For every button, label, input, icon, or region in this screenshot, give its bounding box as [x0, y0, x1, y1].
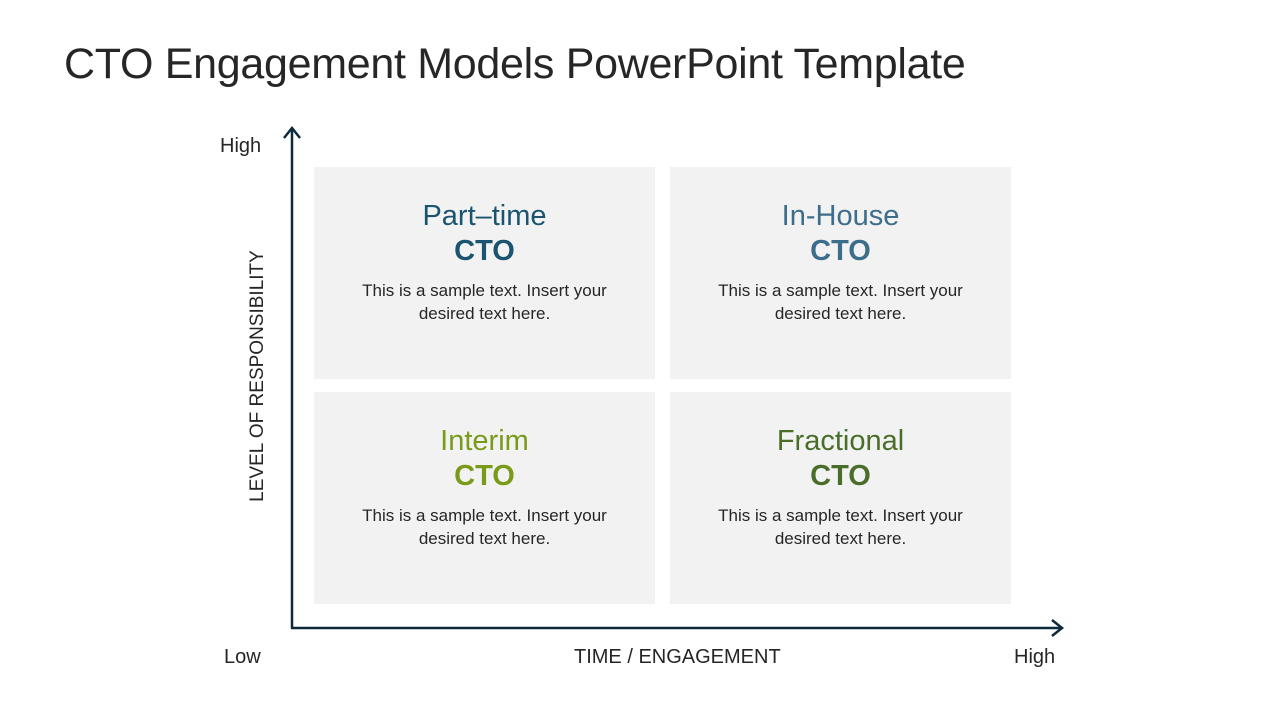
quadrant-in-house-cto: In-House CTO This is a sample text. Inse…: [670, 167, 1011, 379]
x-axis-title: TIME / ENGAGEMENT: [574, 646, 781, 668]
quadrant-description: This is a sample text. Insert your desir…: [362, 506, 607, 548]
x-axis-high-label: High: [1014, 646, 1056, 668]
quadrant-description: This is a sample text. Insert your desir…: [718, 281, 963, 323]
y-axis-arrowhead: [283, 125, 301, 139]
x-axis-arrowhead: [1051, 619, 1065, 637]
quadrant-title: In-House: [781, 200, 900, 232]
x-axis-low-label: Low: [224, 646, 261, 668]
quadrant-interim-cto: Interim CTO This is a sample text. Inser…: [314, 392, 655, 604]
quadrant-title: Interim: [440, 425, 529, 457]
quadrant-fractional-cto: Fractional CTO This is a sample text. In…: [670, 392, 1011, 604]
quadrant-description: This is a sample text. Insert your desir…: [718, 506, 963, 548]
quadrant-description: This is a sample text. Insert your desir…: [362, 281, 607, 323]
quadrant-title: Fractional: [776, 425, 905, 457]
quadrant-part-time-cto: Part–time CTO This is a sample text. Ins…: [314, 167, 655, 379]
y-axis-title: LEVEL OF RESPONSIBILITY: [247, 250, 268, 502]
y-axis-high-label: High: [220, 135, 262, 157]
quadrant-role: CTO: [810, 460, 871, 492]
slide-title: CTO Engagement Models PowerPoint Templat…: [64, 40, 966, 88]
quadrant-role: CTO: [454, 235, 515, 267]
quadrant-role: CTO: [454, 460, 515, 492]
quadrant-title: Part–time: [422, 200, 547, 232]
quadrant-role: CTO: [810, 235, 871, 267]
